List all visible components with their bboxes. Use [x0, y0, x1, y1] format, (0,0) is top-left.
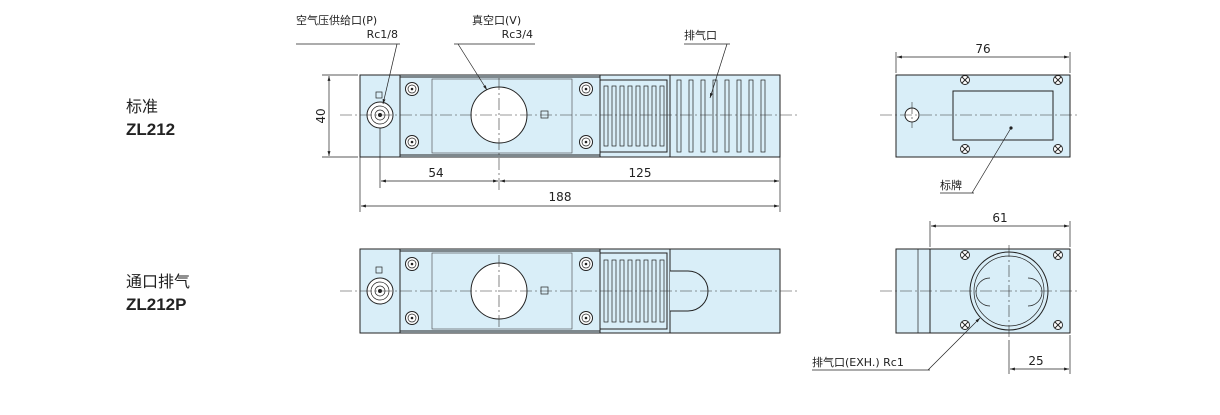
- callout-supply-port: 空气压供给口(P): [296, 13, 377, 27]
- variant-exhaust-model: ZL212P: [126, 295, 187, 314]
- silencer-slots: [603, 79, 766, 153]
- dim-vacuum-to-end: 125: [629, 166, 652, 180]
- variant-standard-model: ZL212: [126, 120, 176, 139]
- dim-height: 40: [314, 108, 328, 123]
- front-view-standard: 40 54 125 188 空气压供给口(P) Rc1/8 真空口(V) Rc3…: [296, 13, 800, 212]
- callout-vacuum-port: 真空口(V): [472, 13, 521, 27]
- callout-supply-thread: Rc1/8: [367, 28, 398, 41]
- dim-side-width-top: 76: [975, 42, 990, 56]
- callout-vacuum-thread: Rc3/4: [502, 28, 533, 41]
- callout-exhaust: 排气口: [684, 28, 717, 42]
- callout-exhaust-port: 排气口(EXH.) Rc1: [812, 355, 904, 369]
- dim-exhaust-offset: 25: [1028, 354, 1043, 368]
- callout-nameplate: 标牌: [940, 178, 962, 192]
- side-view-exhaust: 61 25 排气口(EXH.) Rc1: [812, 211, 1080, 374]
- front-view-exhaust: [340, 248, 800, 334]
- dim-overall-length: 188: [549, 190, 572, 204]
- dim-supply-to-vacuum: 54: [428, 166, 443, 180]
- variant-exhaust-name: 通口排气: [126, 272, 191, 291]
- nameplate: [952, 90, 1054, 141]
- variant-standard-name: 标准: [126, 97, 159, 116]
- side-view-standard: 76 标牌: [880, 42, 1080, 194]
- dim-side-width-bottom: 61: [992, 211, 1007, 225]
